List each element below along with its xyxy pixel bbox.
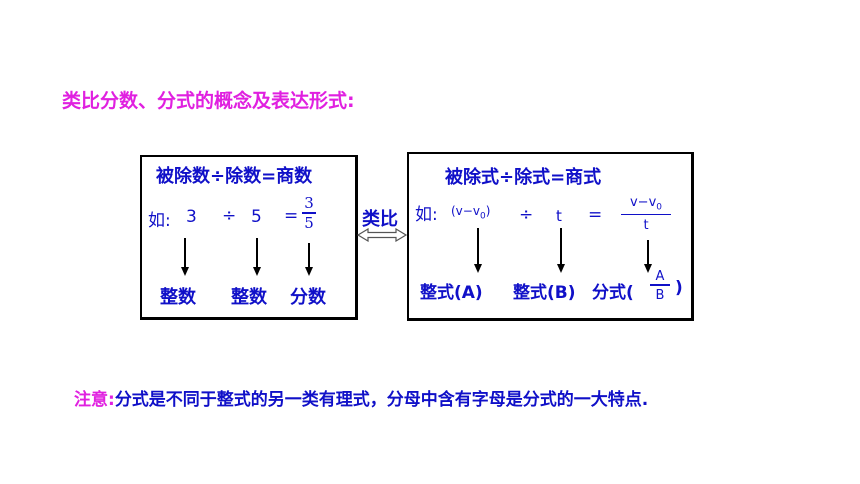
right-heading: 被除式÷除式=商式 [445,167,602,188]
algebraic-fraction-box [407,152,694,321]
analogy-label: 类比 [362,209,398,230]
arrow-line [647,240,649,265]
down-arrow-icon [474,264,482,273]
right-dividend: (v−v0) [451,204,491,222]
label-frac-denominator: B [655,287,665,303]
arrow-line [560,228,562,265]
left-heading: 被除数÷除数=商数 [156,166,313,187]
left-frac-numerator: 3 [304,194,314,212]
left-divisor: 5 [251,207,262,227]
note: 注意:分式是不同于整式的另一类有理式，分母中含有字母是分式的一大特点. [74,385,648,410]
fraction-bar [302,212,316,214]
right-label-polynomial-b: 整式(B) [513,283,576,303]
fraction-bar [621,213,671,216]
note-label: 注意: [74,390,115,410]
left-label-integer-1: 整数 [160,287,196,308]
double-arrow-icon [356,228,408,242]
right-fraction: v−v0 t [621,195,671,233]
right-label-fraction-suffix: ) [675,278,683,298]
right-label-fraction-prefix: 分式( [592,283,634,303]
left-dividend: 3 [186,207,197,227]
right-example-prefix: 如: [415,205,438,225]
note-text: 分式是不同于整式的另一类有理式，分母中含有字母是分式的一大特点. [114,390,649,410]
left-label-integer-2: 整数 [231,287,267,308]
left-example-prefix: 如: [148,211,171,231]
arrow-line [184,238,186,268]
down-arrow-icon [305,267,313,276]
right-eq-sign: = [588,205,603,225]
arrow-line [477,228,479,265]
down-arrow-icon [644,264,652,273]
right-label-fraction: A B [650,269,670,303]
right-divisor: t [556,207,562,225]
arrow-line [308,243,310,268]
fraction-bar [650,284,670,286]
left-label-fraction: 分数 [290,287,326,308]
down-arrow-icon [253,267,261,276]
right-frac-numerator: v−v0 [629,195,662,213]
arrow-line [256,238,258,268]
right-frac-denominator: t [643,218,649,234]
left-fraction: 3 5 [302,194,316,232]
right-div-sign: ÷ [519,205,534,225]
down-arrow-icon [557,264,565,273]
left-frac-denominator: 5 [304,213,314,232]
fraction-concept-box [140,155,358,320]
page-title: 类比分数、分式的概念及表达形式: [62,90,355,112]
label-frac-numerator: A [655,269,665,284]
right-label-polynomial-a: 整式(A) [420,283,483,303]
left-eq-sign: = [284,206,299,226]
left-div-sign: ÷ [222,206,237,226]
down-arrow-icon [181,267,189,276]
